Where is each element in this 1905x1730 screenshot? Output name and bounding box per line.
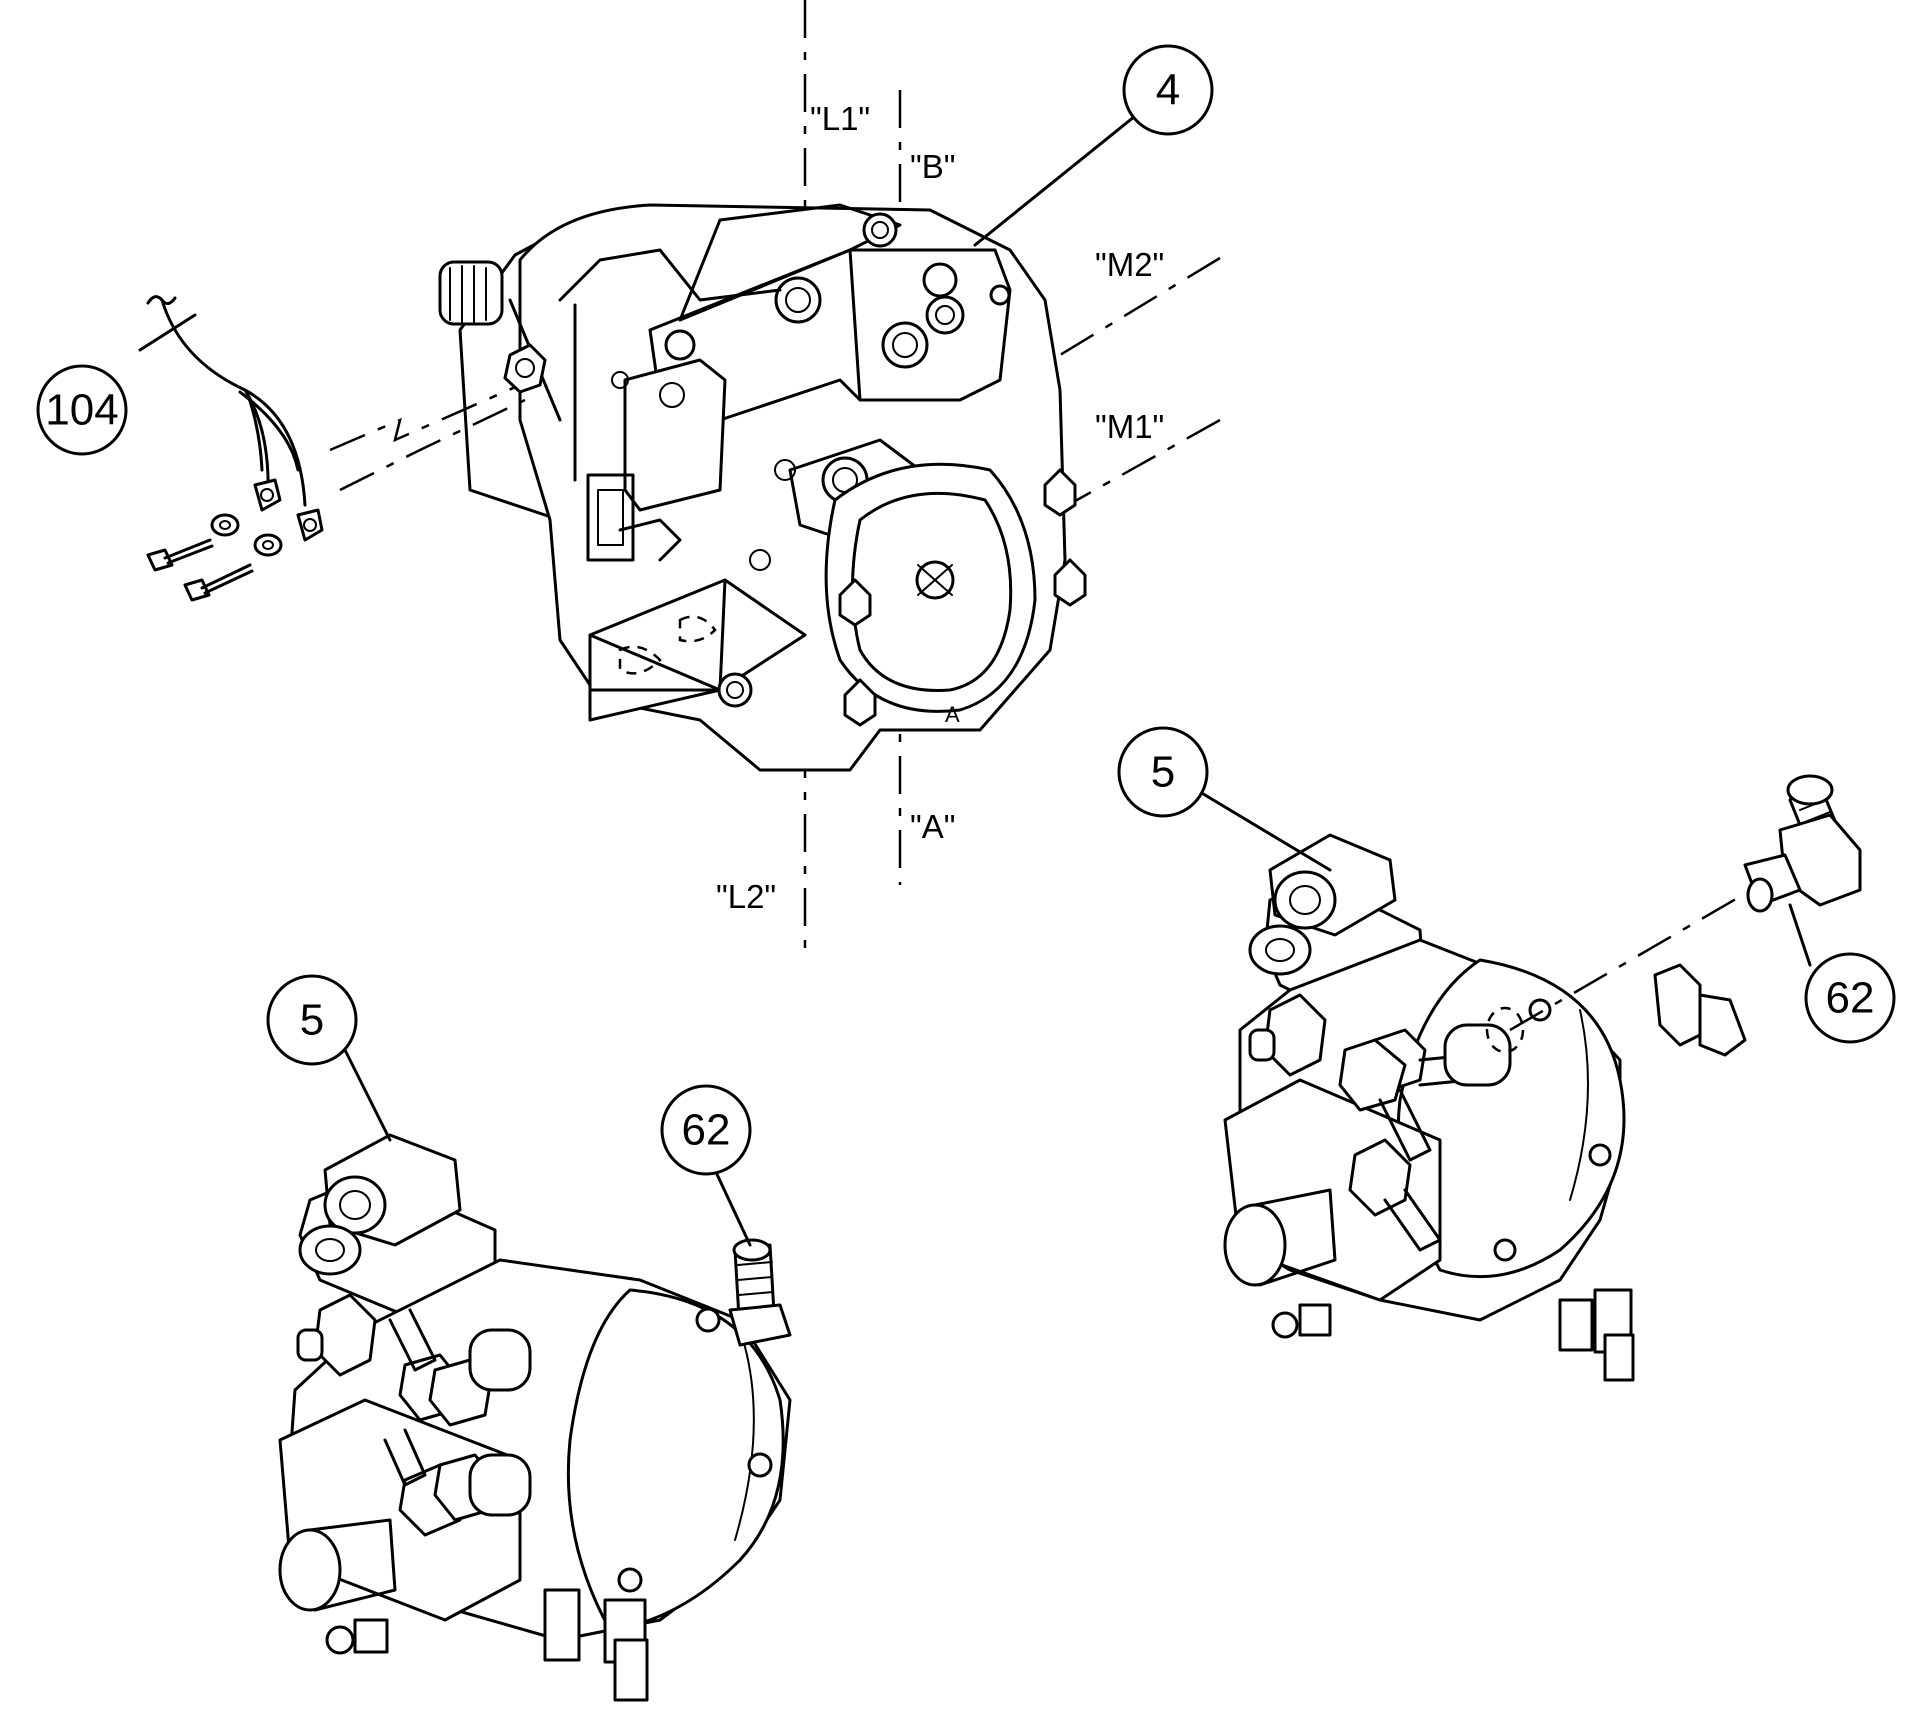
callout-part-62-left: 62 bbox=[660, 1084, 752, 1176]
elbow-fitting-right bbox=[1743, 774, 1862, 913]
callout-part-5-right: 5 bbox=[1117, 726, 1209, 818]
port-label-M1: "M1" bbox=[1095, 408, 1164, 445]
callout-4-label: 4 bbox=[1156, 66, 1180, 115]
leader-lines bbox=[138, 98, 1812, 1247]
port-label-L1: "L1" bbox=[810, 100, 870, 137]
port-label-M2: "M2" bbox=[1095, 246, 1164, 283]
callout-62-right-label: 62 bbox=[1826, 974, 1875, 1023]
sensor-harness-assembly bbox=[146, 295, 547, 602]
housing-stamp-mark: A bbox=[945, 702, 960, 727]
callout-104-label: 104 bbox=[45, 386, 118, 435]
valve-assembly-right bbox=[1223, 833, 1761, 1382]
valve-assembly-left bbox=[278, 1133, 792, 1702]
callout-62-left-label: 62 bbox=[682, 1106, 731, 1155]
callout-5-left-label: 5 bbox=[300, 996, 324, 1045]
main-pump-assembly: A bbox=[438, 203, 1087, 772]
port-label-B: "B" bbox=[910, 148, 955, 185]
callout-part-4: 4 bbox=[1122, 44, 1214, 136]
callout-part-62-right: 62 bbox=[1804, 952, 1896, 1044]
port-labels: "L1" "B" "M2" "M1" "A" "L2" bbox=[716, 100, 1164, 915]
callout-5-right-label: 5 bbox=[1151, 748, 1175, 797]
port-label-A: "A" bbox=[910, 808, 955, 845]
callout-part-5-left: 5 bbox=[266, 974, 358, 1066]
port-label-L2: "L2" bbox=[716, 878, 776, 915]
callout-part-104: 104 bbox=[36, 364, 128, 456]
